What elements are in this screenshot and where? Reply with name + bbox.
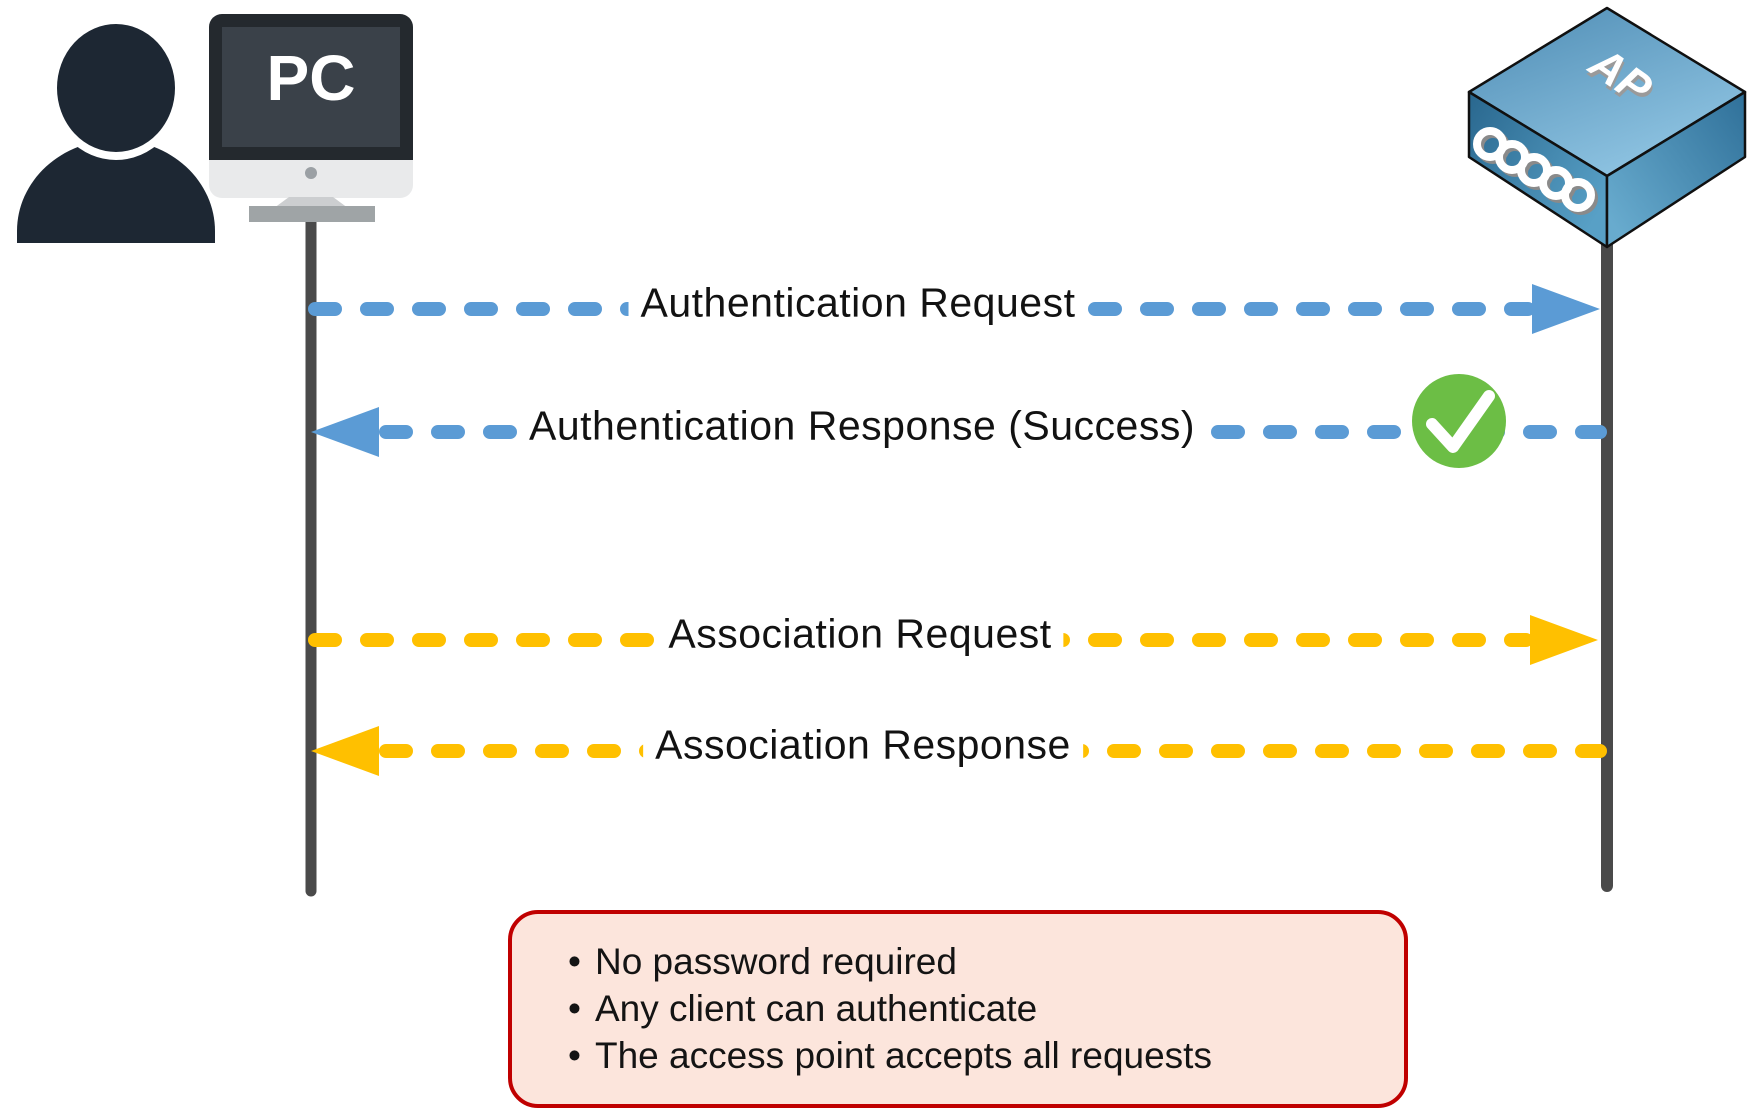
success-badge [1412, 374, 1506, 468]
auth-response-label: Authentication Response (Success) [516, 402, 1208, 450]
ap-antenna-coil-icon [1473, 127, 1598, 215]
user-head [49, 16, 183, 160]
bullet-icon: • [568, 988, 581, 1029]
note-item-text: The access point accepts all requests [594, 1035, 1212, 1076]
bullet-icon: • [568, 941, 581, 982]
pc-label: PC [267, 42, 356, 114]
assoc-request-arrowhead-right-icon [1530, 615, 1598, 665]
success-circle [1412, 374, 1506, 468]
note-item: • Any client can authenticate [568, 985, 1384, 1032]
monitor-camera-dot [305, 167, 317, 179]
monitor-screen [222, 27, 400, 147]
monitor-stand-base [249, 206, 375, 222]
user-body [17, 140, 215, 243]
pc-icon: PC [209, 14, 413, 222]
checkmark-icon [1426, 390, 1495, 453]
user-icon [17, 16, 215, 243]
auth-request-label: Authentication Request [628, 279, 1088, 327]
note-item: • The access point accepts all requests [568, 1032, 1384, 1079]
auth-response-arrowhead-left-icon [311, 407, 379, 457]
auth-request-arrowhead-right-icon [1532, 284, 1600, 334]
note-item: • No password required [568, 938, 1384, 985]
open-auth-note-box: • No password required • Any client can au… [508, 910, 1408, 1108]
bullet-icon: • [568, 1035, 581, 1076]
assoc-response-arrowhead-left-icon [311, 726, 379, 776]
assoc-request-label: Association Request [656, 610, 1064, 658]
note-item-text: No password required [594, 941, 957, 982]
note-item-text: Any client can authenticate [594, 988, 1038, 1029]
assoc-response-label: Association Response [643, 721, 1083, 769]
ap-right-face [1605, 90, 1747, 249]
